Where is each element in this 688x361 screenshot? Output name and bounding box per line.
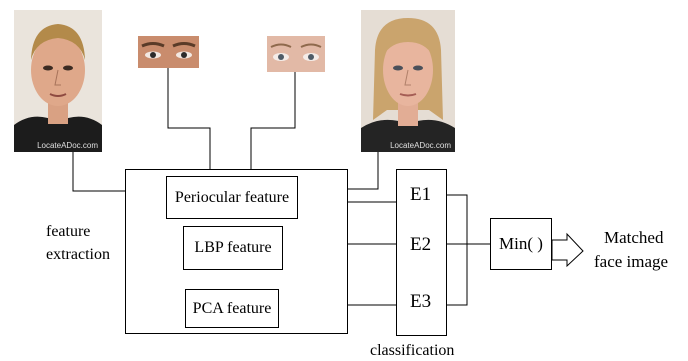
classification-label: classification (370, 342, 455, 359)
face-right-icon (361, 10, 455, 152)
line-photo-left (72, 152, 125, 192)
eye-crop-left (138, 36, 199, 68)
line-photo-right (348, 152, 379, 190)
classification-box (396, 169, 447, 336)
line-bracket (447, 194, 468, 306)
watermark-left: LocateADoc.com (37, 141, 98, 150)
lbp-feature-label: LBP feature (194, 239, 272, 256)
eye-crop-right (267, 36, 325, 72)
line-eye-left (167, 68, 211, 176)
line-eye-right (250, 72, 296, 176)
min-box: Min( ) (490, 218, 552, 270)
min-label: Min( ) (499, 234, 543, 253)
classifier-e3: E3 (410, 291, 432, 312)
face-photo-right: LocateADoc.com (361, 10, 455, 152)
eye-left-icon (138, 36, 199, 68)
feature-extraction-label-line1: feature (46, 223, 91, 240)
face-photo-left: LocateADoc.com (14, 10, 102, 152)
face-left-icon (14, 10, 102, 152)
pca-feature-box: PCA feature (185, 289, 279, 328)
pca-feature-label: PCA feature (192, 299, 272, 317)
eye-right-icon (267, 36, 325, 72)
output-arrow-icon (551, 232, 584, 268)
classifier-e2: E2 (410, 234, 432, 255)
periocular-feature-box: Periocular feature (166, 176, 298, 219)
output-label-line1: Matched (604, 228, 664, 247)
periocular-feature-label: Periocular feature (174, 188, 290, 206)
lbp-feature-box: LBP feature (183, 226, 283, 270)
classifier-e1: E1 (410, 184, 432, 205)
feature-extraction-label-line2: extraction (46, 246, 110, 263)
watermark-right: LocateADoc.com (390, 141, 451, 150)
output-label-line2: face image (594, 252, 669, 271)
